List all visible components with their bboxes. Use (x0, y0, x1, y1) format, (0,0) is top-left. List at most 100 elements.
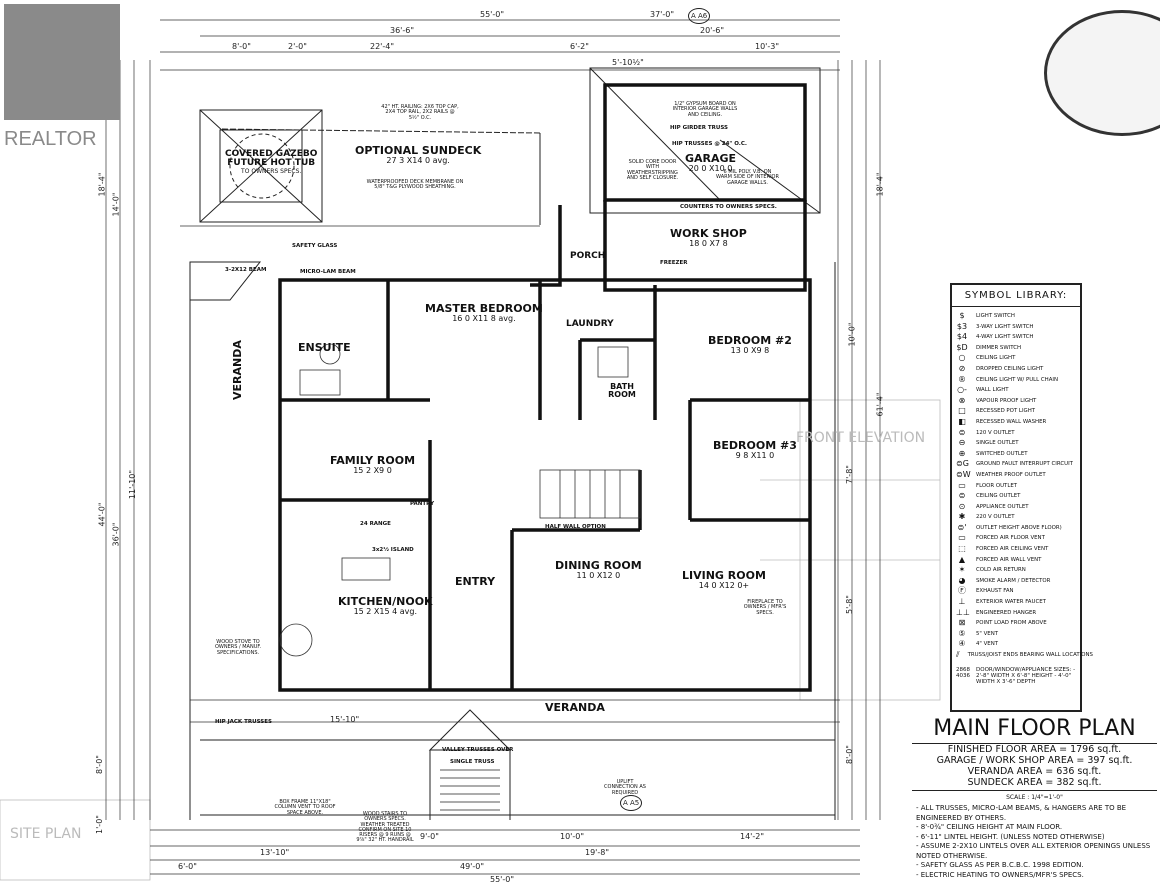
legend-symbol-icon: ▲ (958, 554, 966, 564)
legend-symbol-icon: ✱ (958, 512, 966, 522)
dimension-label: 19'-8" (585, 848, 610, 857)
legend-symbol-icon: ⑤ (958, 628, 966, 638)
legend-symbol-icon: $3 (956, 321, 968, 331)
legend-symbol-icon: ⊙ (958, 501, 966, 511)
hip-trusses-note: HIP TRUSSES @ 24" O.C. (672, 141, 747, 147)
dimension-lines (105, 19, 881, 875)
legend-symbol-icon: ⊠ (958, 618, 966, 628)
legend-item-label: EXHAUST FAN (976, 588, 1014, 595)
legend-symbol-icon: ⊖ (958, 438, 966, 448)
legend-symbol-icon: ✶ (958, 565, 966, 575)
freezer-label: FREEZER (660, 260, 688, 266)
title-block: MAIN FLOOR PLAN FINISHED FLOOR AREA = 17… (912, 716, 1157, 880)
legend-symbol-icon: ④ (958, 639, 966, 649)
garage-workshop-area: GARAGE / WORK SHOP AREA = 397 sq.ft. (936, 755, 1133, 766)
faint-background-drawings (0, 399, 941, 881)
dimension-label: 7'-8" (844, 465, 854, 484)
room-label-veranda-side: VERANDA (231, 340, 244, 400)
legend-item-label: COLD AIR RETURN (976, 567, 1026, 574)
symbol-library-item: ⬚FORCED AIR CEILING VENT (956, 544, 1076, 555)
door-size-note: 2868 4036 DOOR/WINDOW/APPLIANCE SIZES: -… (952, 661, 1080, 685)
legend-item-label: SINGLE OUTLET (976, 440, 1019, 447)
symbol-library-item: ⊕SWITCHED OUTLET (956, 449, 1076, 460)
symbol-library-item: ⫽TRUSS/JOIST ENDS BEARING WALL LOCATIONS (956, 650, 1093, 661)
symbol-library-item: ◧RECESSED WALL WASHER (956, 417, 1076, 428)
box-frame-note: BOX FRAME 11"X18" COLUMN VENT TO ROOF SP… (274, 799, 336, 816)
dimension-label: 9'-0" (420, 832, 439, 841)
realtor-logo-text: REALTOR (4, 128, 97, 150)
realtor-watermark-logo: REALTOR (0, 0, 128, 160)
sundeck-note: WATERPROOFED DECK MEMBRANE ON 5/8" T&G P… (366, 179, 464, 191)
legend-symbol-icon: ⊜ (958, 491, 966, 501)
railing-note: 42" HT. RAILING: 2X6 TOP CAP, 2X4 TOP RA… (381, 104, 459, 121)
legend-symbol-icon: ⊜W (956, 469, 971, 479)
symbol-library-item: ⊥⊥ENGINEERED HANGER (956, 608, 1076, 619)
plan-scale: SCALE : 1/4"=1'-0" (912, 790, 1157, 801)
legend-item-label: EXTERIOR WATER FAUCET (976, 599, 1046, 606)
legend-symbol-icon: ○- (957, 385, 967, 395)
sundeck-area: SUNDECK AREA = 382 sq.ft. (967, 777, 1102, 788)
micro-lam-note: MICRO-LAM BEAM (300, 269, 356, 275)
plan-title: MAIN FLOOR PLAN (912, 716, 1157, 744)
general-note: - ELECTRIC HEATING TO OWNERS/MFR'S SPECS… (916, 870, 1084, 879)
symbol-library-item: ⊜CEILING OUTLET (956, 491, 1076, 502)
legend-item-label: CEILING LIGHT (976, 355, 1016, 362)
symbol-library-item: ⊗VAPOUR PROOF LIGHT (956, 396, 1076, 407)
legend-item-label: DIMMER SWITCH (976, 344, 1022, 351)
dimension-label: 5'-10½" (612, 58, 644, 67)
general-note: - 8'-0¾" CEILING HEIGHT AT MAIN FLOOR. (916, 823, 1063, 831)
dimension-label: 36'-6" (390, 26, 415, 35)
faint-elevation-label: FRONT ELEVATION (796, 430, 926, 446)
legend-symbol-icon: ⫽ (956, 650, 960, 659)
legend-item-label: 4" VENT (976, 641, 999, 648)
hip-jack-note: HIP JACK TRUSSES (215, 719, 272, 725)
dimension-label: 49'-0" (460, 862, 485, 871)
uplift-note: UPLIFT CONNECTION AS REQUIRED (604, 779, 646, 796)
dimension-label: 1'-0" (94, 815, 104, 834)
range-label: 24 RANGE (360, 521, 391, 527)
dimension-label: 18'-4" (97, 172, 107, 197)
legend-symbol-icon: ⊕ (958, 448, 966, 458)
symbol-library-item: ✶ COLD AIR RETURN (956, 565, 1076, 576)
dimension-label: 2'-0" (288, 42, 307, 51)
room-label-laundry: LAUNDRY (566, 319, 614, 329)
legend-symbol-icon: $ (959, 311, 965, 320)
symbol-library-item: ④ 4" VENT (956, 639, 1076, 650)
gypsum-note: 1/2" GYPSUM BOARD ON INTERIOR GARAGE WAL… (672, 101, 738, 118)
legend-item-label: 120 V OUTLET (976, 429, 1015, 436)
legend-item-label: OUTLET HEIGHT ABOVE FLOOR) (976, 524, 1062, 531)
legend-item-label: SMOKE ALARM / DETECTOR (976, 577, 1051, 584)
legend-symbol-icon: ⊜ (958, 427, 966, 437)
poly-note: 6 MIL POLY. V.B. ON WARM SIDE OF INTERIO… (716, 169, 779, 186)
symbol-library-item: ▭FORCED AIR FLOOR VENT (956, 533, 1076, 544)
legend-symbol-icon: ▭ (958, 533, 966, 543)
room-label-bathroom: BATH ROOM (608, 382, 636, 400)
pantry-label: PANTRY (410, 501, 435, 507)
legend-item-label: DROPPED CEILING LIGHT (976, 365, 1044, 372)
legend-symbol-icon: ⊜' (957, 522, 967, 532)
safety-glass-note: SAFETY GLASS (292, 243, 338, 249)
dimension-label: 10'-3" (755, 42, 780, 51)
legend-item-label: CEILING LIGHT W/ PULL CHAIN (976, 376, 1059, 383)
finished-floor-area: FINISHED FLOOR AREA = 1796 sq.ft. (947, 744, 1122, 755)
walls (278, 83, 812, 692)
symbol-library-item: ○-WALL LIGHT (956, 385, 1076, 396)
dimension-label: 44'-0" (97, 502, 107, 527)
legend-item-label: ENGINEERED HANGER (976, 609, 1037, 616)
legend-item-label: FORCED AIR CEILING VENT (976, 546, 1049, 553)
symbol-library-title: SYMBOL LIBRARY: (952, 285, 1080, 307)
legend-item-label: RECESSED POT LIGHT (976, 408, 1036, 415)
legend-item-label: RECESSED WALL WASHER (976, 418, 1047, 425)
legend-symbol-icon: ◕ (958, 575, 966, 585)
